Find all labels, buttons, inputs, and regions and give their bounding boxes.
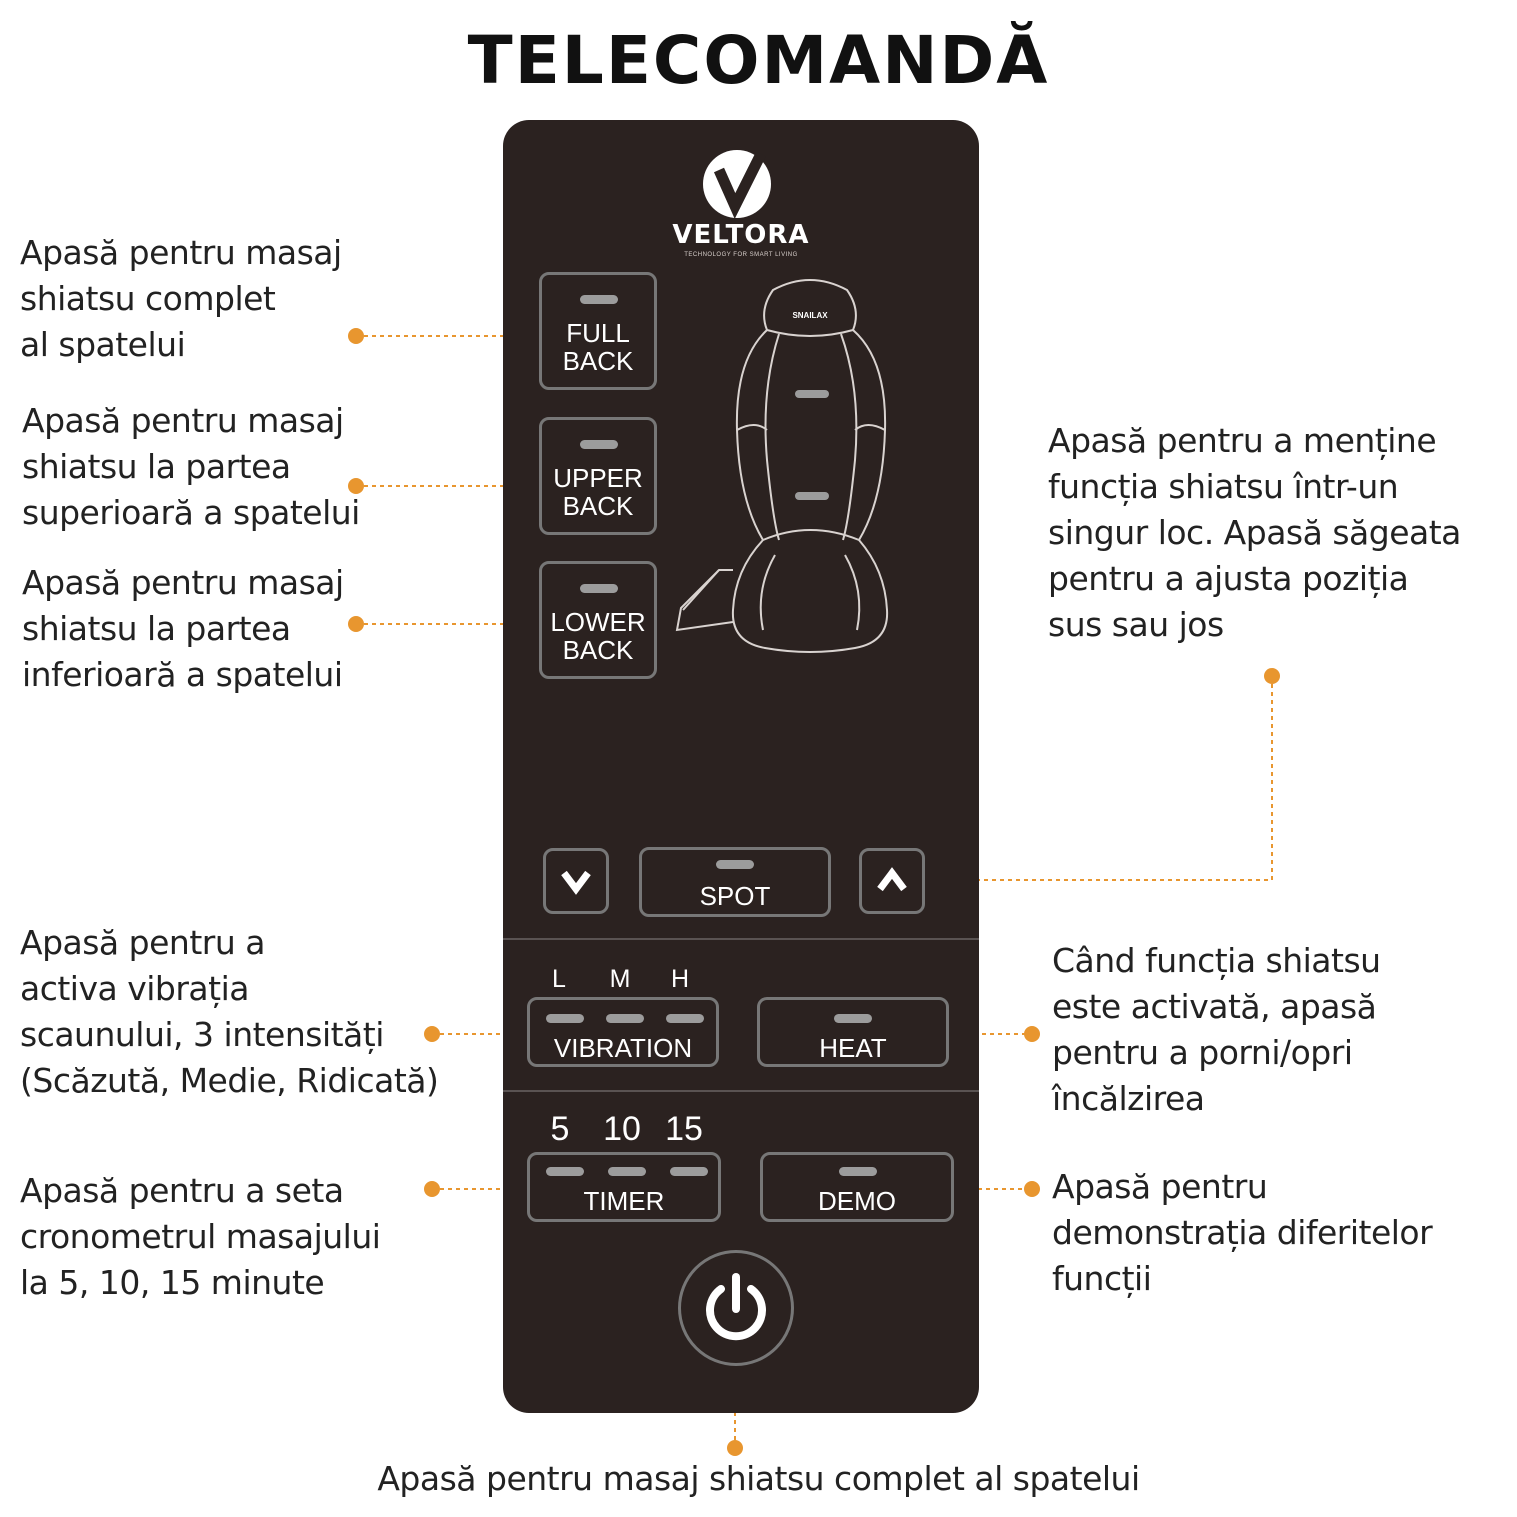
demo-led: [839, 1167, 877, 1176]
vibration-level-medium: M: [609, 965, 631, 993]
massage-seat-illustration: SNAILAX: [675, 279, 889, 653]
callout-dot: [348, 328, 364, 344]
timer-button[interactable]: TIMER: [527, 1152, 721, 1222]
brand-tagline: TECHNOLOGY FOR SMART LIVING: [684, 252, 798, 258]
note-spot: Apasă pentru a menține funcția shiatsu î…: [1048, 421, 1461, 644]
note-vibration: Apasă pentru a activa vibrația scaunului…: [20, 923, 439, 1100]
note-demo: Apasă pentru demonstrația diferitelor fu…: [1052, 1167, 1433, 1298]
spot-button[interactable]: SPOT: [639, 847, 831, 917]
note-heat: Când funcția shiatsu este activată, apas…: [1052, 941, 1381, 1118]
up-arrow-button[interactable]: [859, 848, 925, 914]
divider: [503, 938, 979, 940]
upper-back-label: UPPER BACK: [553, 463, 643, 521]
vibration-led-medium: [606, 1014, 644, 1023]
power-icon: [706, 1273, 766, 1341]
upper-back-led: [580, 440, 618, 449]
veltora-logo-icon: [703, 150, 771, 219]
callout-dot: [1024, 1026, 1040, 1042]
vibration-led-low: [546, 1014, 584, 1023]
heat-button[interactable]: HEAT: [757, 997, 949, 1067]
demo-label: DEMO: [818, 1186, 896, 1216]
timer-value-15: 15: [665, 1110, 703, 1148]
heat-label: HEAT: [819, 1033, 887, 1063]
note-upper-back: Apasă pentru masaj shiatsu la partea sup…: [22, 401, 360, 532]
callout-dot: [1024, 1181, 1040, 1197]
note-full-back: Apasă pentru masaj shiatsu complet al sp…: [20, 233, 342, 364]
note-lower-back: Apasă pentru masaj shiatsu la partea inf…: [22, 563, 344, 694]
vibration-button[interactable]: VIBRATION: [527, 997, 719, 1067]
vibration-level-high: H: [670, 965, 690, 993]
brand-name: VELTORA: [672, 220, 810, 250]
note-power: Apasă pentru masaj shiatsu complet al sp…: [377, 1459, 1140, 1498]
divider: [503, 1090, 979, 1092]
lower-back-led: [580, 584, 618, 593]
timer-led-10: [608, 1167, 646, 1176]
timer-led-5: [546, 1167, 584, 1176]
vibration-level-low: L: [552, 965, 566, 993]
timer-label: TIMER: [583, 1186, 665, 1216]
lower-back-button[interactable]: LOWER BACK: [539, 561, 657, 679]
callout-dot: [424, 1026, 440, 1042]
upper-back-button[interactable]: UPPER BACK: [539, 417, 657, 535]
timer-value-10: 10: [603, 1110, 641, 1148]
full-back-label: FULL BACK: [562, 318, 634, 376]
callout-dot: [424, 1181, 440, 1197]
vibration-label: VIBRATION: [553, 1033, 693, 1063]
power-button[interactable]: [678, 1250, 794, 1366]
chevron-down-icon: [561, 870, 591, 895]
spot-led: [716, 860, 754, 869]
connector-spot: [928, 676, 1273, 881]
spot-label: SPOT: [699, 881, 771, 911]
full-back-button[interactable]: FULL BACK: [539, 272, 657, 390]
timer-led-15: [670, 1167, 708, 1176]
callout-dot: [727, 1440, 743, 1456]
vibration-led-high: [666, 1014, 704, 1023]
callout-dot: [1264, 668, 1280, 684]
remote-control: VELTORA TECHNOLOGY FOR SMART LIVING FULL…: [503, 120, 979, 1413]
lower-back-label: LOWER BACK: [550, 607, 646, 665]
full-back-led: [580, 295, 618, 304]
callout-dot: [348, 616, 364, 632]
timer-value-5: 5: [550, 1110, 570, 1148]
heat-led: [834, 1014, 872, 1023]
seat-brand-label: SNAILAX: [792, 311, 828, 320]
page-title: TELECOMANDĂ: [467, 22, 1050, 99]
down-arrow-button[interactable]: [543, 848, 609, 914]
demo-button[interactable]: DEMO: [760, 1152, 954, 1222]
chevron-up-icon: [877, 867, 907, 892]
callout-dot: [348, 478, 364, 494]
note-timer: Apasă pentru a seta cronometrul masajulu…: [20, 1171, 381, 1302]
